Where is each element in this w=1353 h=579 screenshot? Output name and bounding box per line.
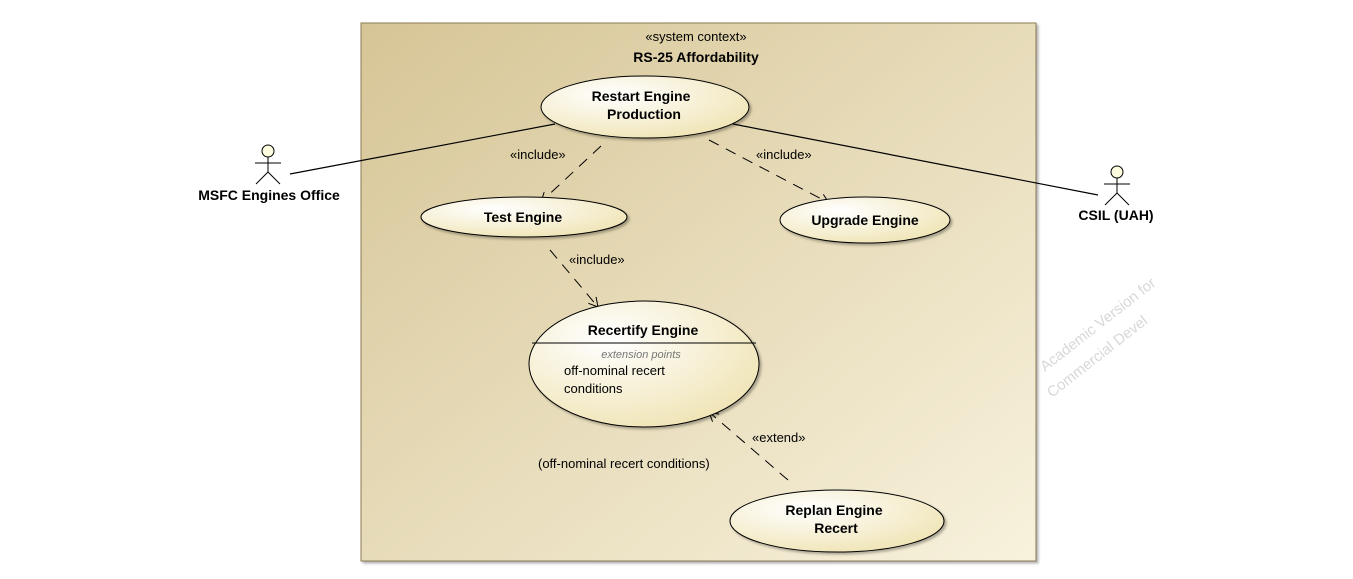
system-boundary[interactable]: «system context» RS-25 Affordability: [360, 22, 1037, 562]
extension-point-line-1: off-nominal recert: [564, 363, 665, 378]
actor-csil-uah[interactable]: CSIL (UAH): [1078, 165, 1154, 223]
include-label-upgrade: «include»: [756, 147, 812, 162]
boundary-stereotype: «system context»: [645, 29, 746, 44]
extension-points-header: extension points: [601, 349, 681, 361]
extend-label: «extend»: [752, 430, 806, 445]
include-label-recertify: «include»: [569, 252, 625, 267]
use-case-upgrade-engine[interactable]: Upgrade Engine: [779, 196, 951, 244]
extend-arrow-recertify[interactable]: [708, 411, 789, 481]
include-label-test: «include»: [510, 147, 566, 162]
use-case-restart-line-2: Production: [607, 106, 681, 122]
actor-stick-figure-icon: [1104, 165, 1130, 206]
use-case-replan-engine-recert[interactable]: Replan Engine Recert: [729, 489, 945, 553]
actor-stick-figure-icon: [255, 144, 281, 185]
include-arrow-upgrade[interactable]: [708, 139, 830, 204]
use-case-upgrade-label: Upgrade Engine: [811, 212, 919, 228]
association-restart-csil[interactable]: [732, 123, 1099, 196]
use-case-replan-line-2: Recert: [814, 520, 858, 536]
extend-condition-label: (off-nominal recert conditions): [538, 456, 710, 471]
actor-msfc-engines-office[interactable]: MSFC Engines Office: [198, 144, 340, 203]
use-case-recertify-engine[interactable]: Recertify Engine extension points off-no…: [528, 300, 760, 428]
extension-point-line-2: conditions: [564, 381, 623, 396]
association-msfc-restart[interactable]: [289, 123, 556, 175]
watermark: Academic Version for Commercial Devel: [1037, 274, 1159, 401]
use-case-replan-line-1: Replan Engine: [785, 502, 882, 518]
use-case-test-label: Test Engine: [484, 209, 563, 225]
include-arrow-recertify[interactable]: [549, 249, 599, 308]
use-case-restart-engine-production[interactable]: Restart Engine Production: [540, 75, 750, 139]
boundary-name: RS-25 Affordability: [633, 49, 759, 65]
use-case-test-engine[interactable]: Test Engine: [420, 196, 628, 238]
include-arrow-test[interactable]: [540, 145, 602, 203]
actor-msfc-label: MSFC Engines Office: [198, 187, 340, 203]
actor-csil-label: CSIL (UAH): [1078, 207, 1153, 223]
use-case-restart-line-1: Restart Engine: [592, 88, 691, 104]
use-case-recertify-label: Recertify Engine: [588, 322, 699, 338]
